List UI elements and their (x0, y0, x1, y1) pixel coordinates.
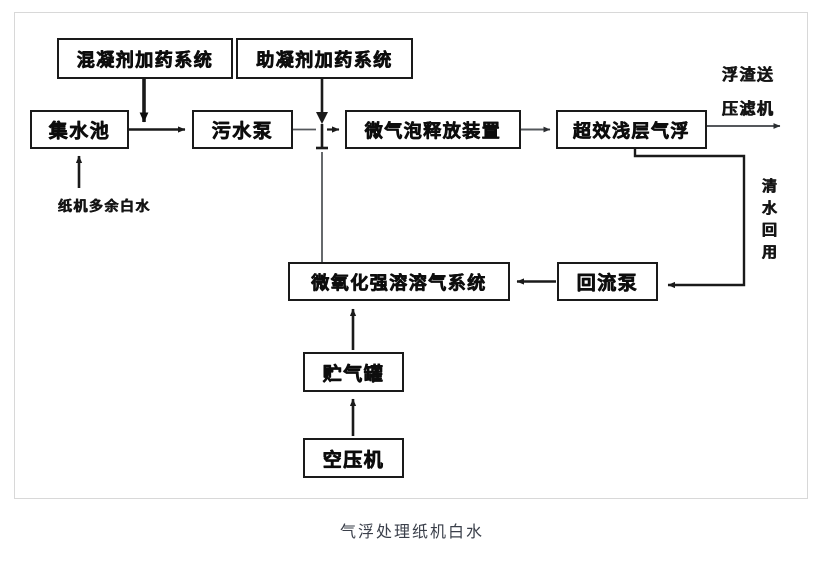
label-clear-water-reuse: 清水回用 (760, 178, 776, 266)
node-microbubble-release[interactable]: 微气泡释放装置 (345, 110, 521, 149)
node-label: 微气泡释放装置 (364, 120, 502, 141)
label-white-water-inlet: 纸机多余白水 (58, 200, 151, 215)
node-shallow-flotation[interactable]: 超效浅层气浮 (556, 110, 707, 149)
figure-caption: 气浮处理纸机白水 (339, 524, 484, 541)
label-scum-to-press-line1: 浮渣送 (722, 67, 775, 84)
node-flocculant-dosing[interactable]: 助凝剂加药系统 (236, 38, 413, 79)
node-label: 混凝剂加药系统 (76, 49, 214, 70)
edge-flotation-to-reflux (633, 149, 746, 289)
node-label: 微氧化强溶溶气系统 (311, 272, 487, 293)
label-scum-to-press-line2: 压滤机 (722, 101, 775, 118)
edge-flocculant-dosing (316, 79, 328, 150)
node-collection-tank[interactable]: 集水池 (30, 110, 129, 149)
diagram-frame (14, 12, 808, 499)
node-label: 贮气罐 (322, 363, 385, 385)
node-label: 超效浅层气浮 (573, 120, 690, 141)
node-sewage-pump[interactable]: 污水泵 (192, 110, 293, 149)
node-label: 助凝剂加药系统 (256, 49, 393, 70)
node-label: 集水池 (48, 121, 111, 142)
node-label: 回流泵 (576, 273, 639, 294)
node-air-compressor[interactable]: 空压机 (303, 438, 404, 478)
node-reflux-pump[interactable]: 回流泵 (557, 262, 658, 301)
node-coagulant-dosing[interactable]: 混凝剂加药系统 (57, 38, 233, 79)
node-label: 空压机 (322, 449, 385, 471)
node-dissolved-air-system[interactable]: 微氧化强溶溶气系统 (288, 262, 510, 301)
node-label: 污水泵 (211, 121, 274, 142)
node-gas-tank[interactable]: 贮气罐 (303, 352, 404, 392)
